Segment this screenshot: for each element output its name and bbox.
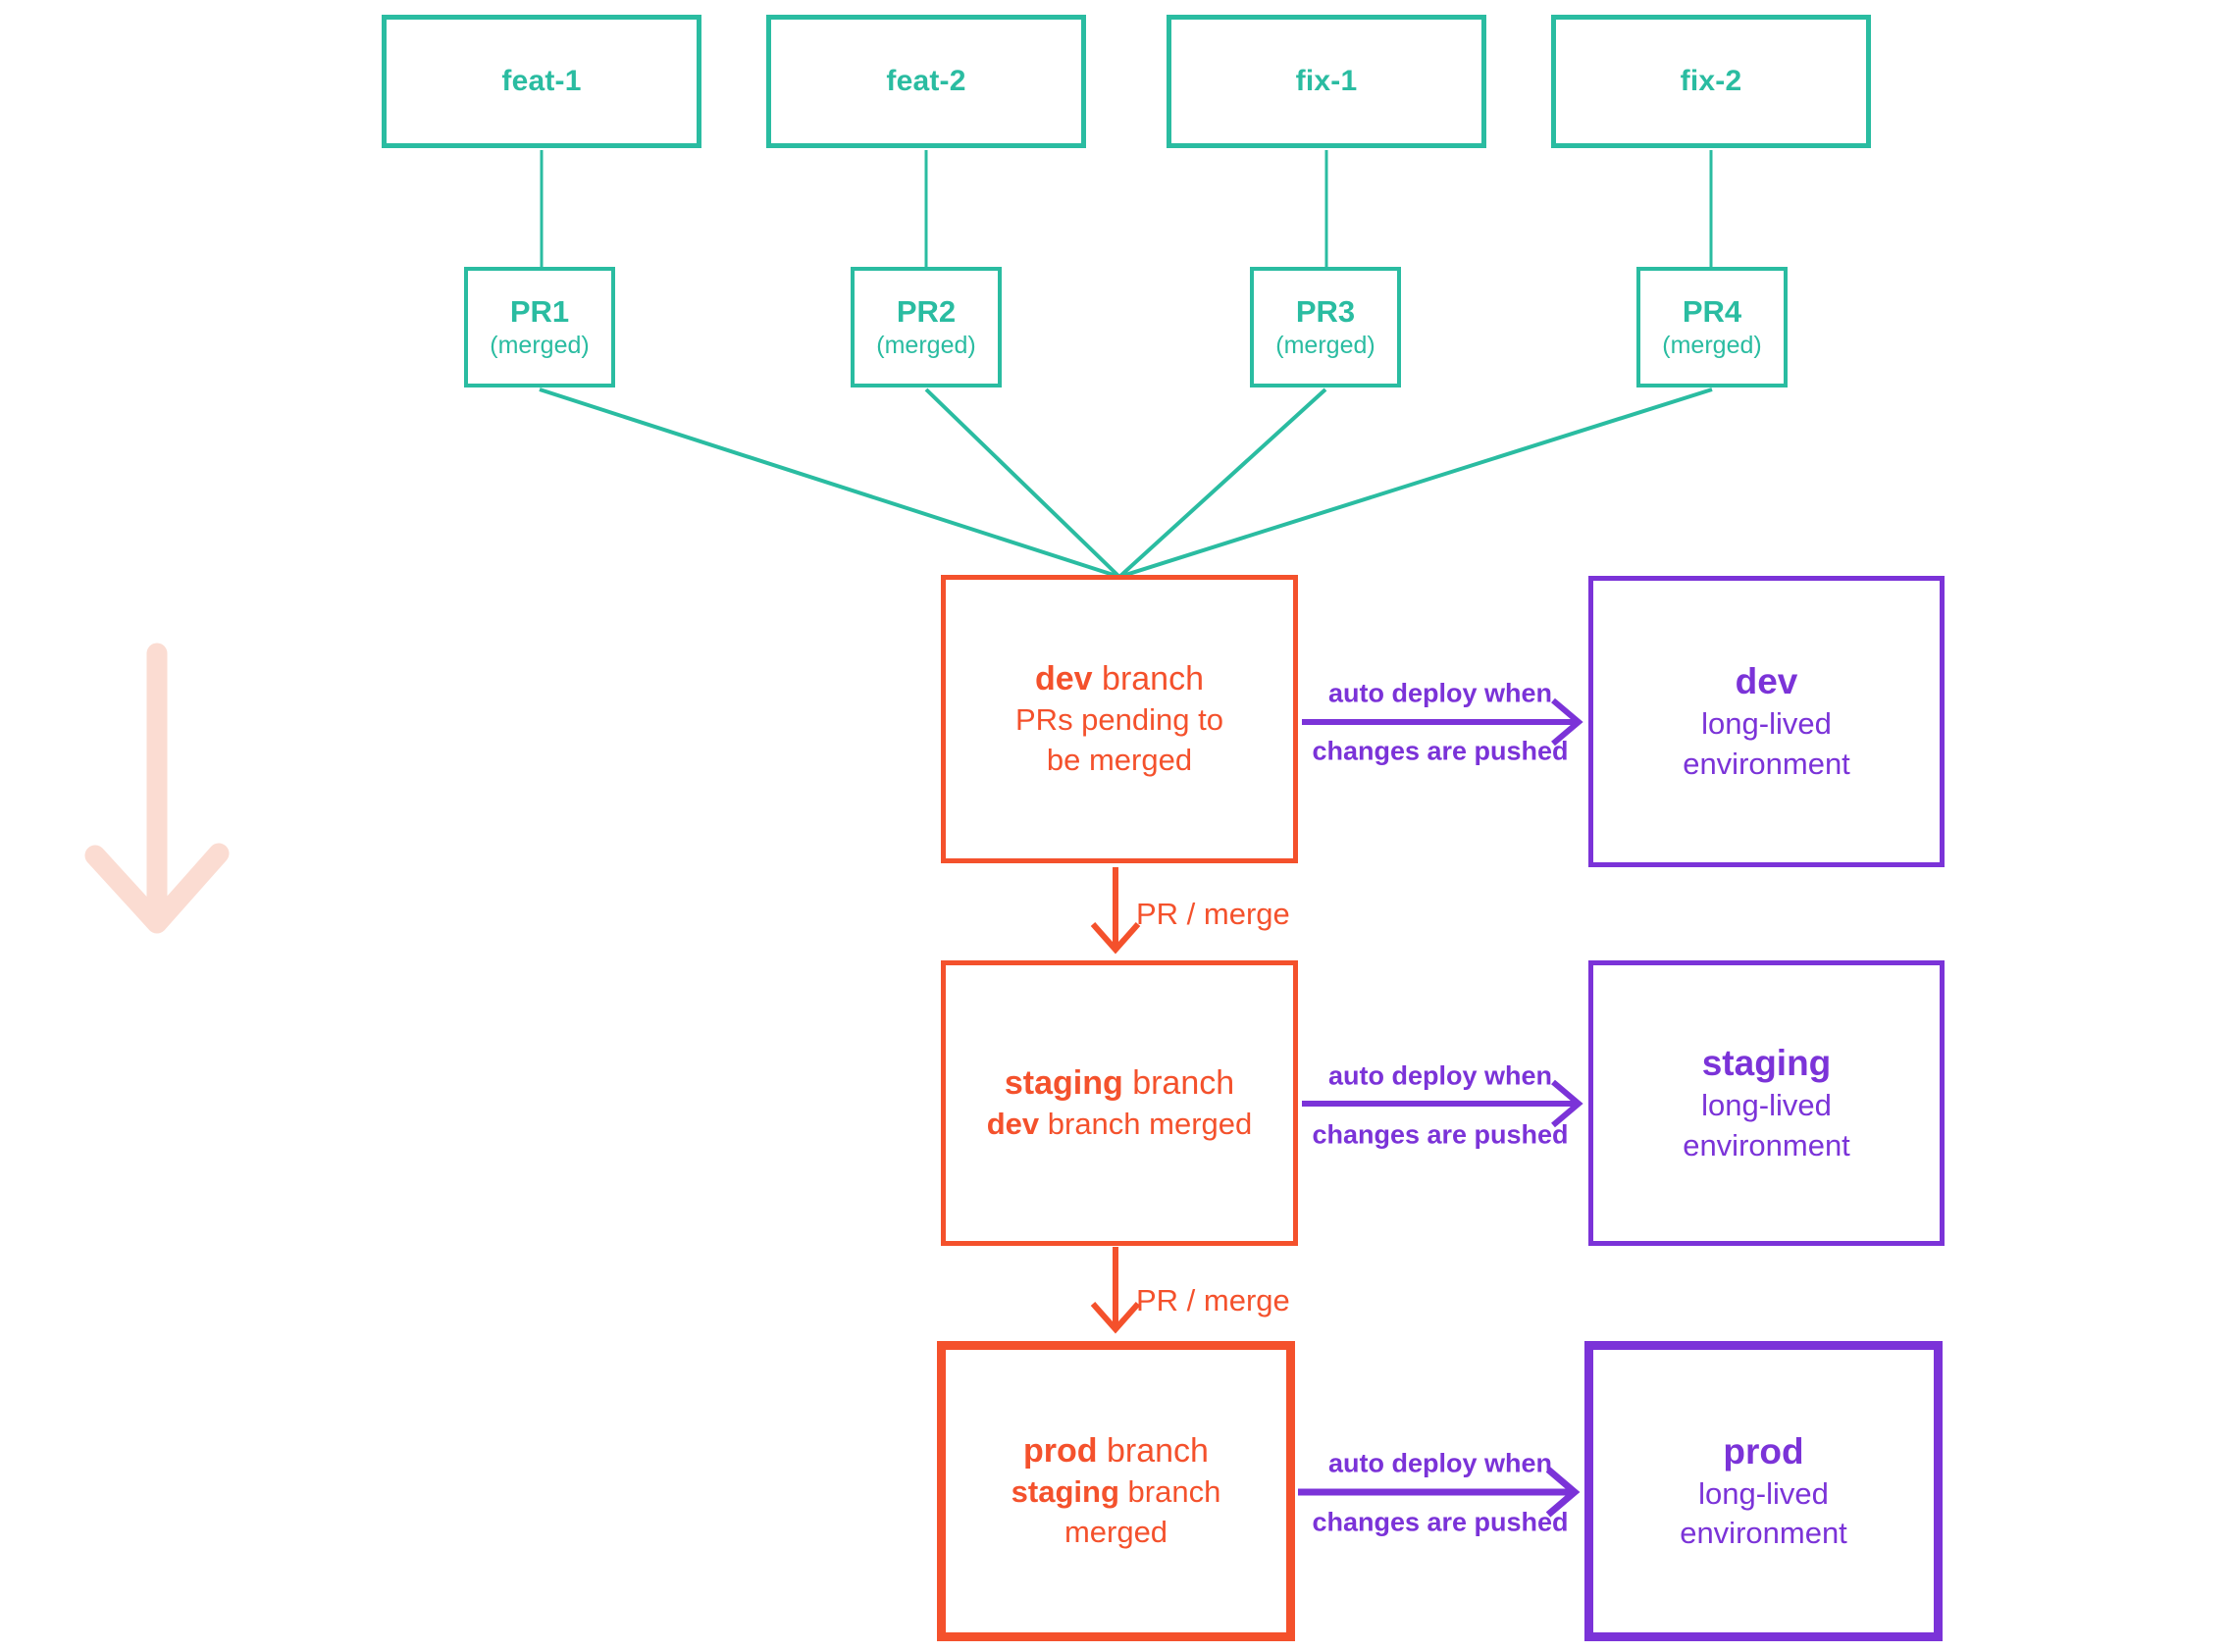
feature-branch-label: feat-2 — [886, 65, 966, 97]
merge-line-pr-2-to-dev-branch — [924, 387, 1121, 579]
branch-name: prod — [1023, 1432, 1098, 1470]
merge-label-staging-to-prod: PR / merge — [1136, 1283, 1290, 1317]
branch-description: PRs pending to be merged — [1015, 700, 1223, 781]
branch-name-suffix: branch — [1122, 1063, 1235, 1102]
feature-branch-label: fix-2 — [1680, 65, 1742, 97]
pr-label: PR2 — [896, 293, 957, 329]
branch-description-line: PRs pending to — [1015, 702, 1223, 738]
env-description: long-lived environment — [1683, 704, 1850, 784]
pr-box-pr-1: PR1 (merged) — [464, 267, 615, 387]
deploy-label-staging-line1: auto deploy when — [1327, 1060, 1553, 1091]
branch-box-prod: prod branch staging branch merged — [937, 1341, 1295, 1641]
branch-description-emphasis: staging — [1011, 1474, 1119, 1510]
branch-box-dev: dev branch PRs pending to be merged — [941, 575, 1298, 863]
arrowhead-staging-to-prod-icon — [1090, 1302, 1141, 1334]
merge-line-pr-1-to-dev-branch — [539, 387, 1120, 579]
env-description-line: long-lived — [1701, 1088, 1832, 1123]
branch-name: dev — [1035, 660, 1093, 697]
branch-box-staging: staging branch dev branch merged — [941, 960, 1298, 1246]
pr-status: (merged) — [490, 332, 590, 360]
env-description-line: environment — [1683, 746, 1850, 781]
feature-branch-box-fix-2: fix-2 — [1551, 15, 1871, 148]
feature-branch-label: fix-1 — [1295, 65, 1358, 97]
branch-description-line: be merged — [1046, 743, 1193, 778]
pr-label: PR4 — [1682, 293, 1742, 329]
merge-label-dev-to-staging: PR / merge — [1136, 897, 1290, 931]
branch-name-suffix: branch — [1097, 1432, 1209, 1470]
pr-label: PR1 — [509, 293, 570, 329]
arrowhead-dev-deploy-icon — [1551, 697, 1583, 747]
feature-branch-box-feat-2: feat-2 — [766, 15, 1086, 148]
branch-description-line: branch — [1118, 1474, 1221, 1510]
branch-description: staging branch merged — [1012, 1472, 1221, 1553]
env-name: dev — [1735, 661, 1798, 702]
branch-name: staging — [1004, 1063, 1123, 1102]
env-description-line: environment — [1680, 1516, 1847, 1551]
env-description-line: long-lived — [1701, 706, 1832, 742]
env-name: prod — [1723, 1430, 1804, 1471]
arrowhead-prod-deploy-icon — [1545, 1467, 1581, 1518]
env-description: long-lived environment — [1680, 1474, 1847, 1554]
flow-direction-down-arrow-icon — [84, 643, 230, 934]
deploy-label-prod-line1: auto deploy when — [1327, 1448, 1553, 1478]
pr-status: (merged) — [1275, 332, 1375, 360]
pr-status: (merged) — [876, 332, 976, 360]
merge-line-pr-4-to-dev-branch — [1118, 387, 1713, 579]
arrowhead-staging-deploy-icon — [1551, 1079, 1583, 1128]
pr-status: (merged) — [1662, 332, 1762, 360]
branch-description-line: branch merged — [1039, 1107, 1253, 1142]
branch-title: prod branch — [1023, 1429, 1209, 1472]
env-description-line: environment — [1683, 1127, 1850, 1162]
env-box-staging: staging long-lived environment — [1588, 960, 1945, 1246]
arrowhead-dev-to-staging-icon — [1090, 922, 1141, 955]
env-box-dev: dev long-lived environment — [1588, 576, 1945, 867]
pr-box-pr-3: PR3 (merged) — [1250, 267, 1401, 387]
pr-label: PR3 — [1295, 293, 1356, 329]
merge-line-pr-3-to-dev-branch — [1117, 387, 1327, 579]
deploy-label-staging-line2: changes are pushed — [1312, 1119, 1569, 1150]
feature-branch-box-fix-1: fix-1 — [1167, 15, 1486, 148]
deploy-label-dev-line2: changes are pushed — [1312, 736, 1569, 766]
branch-description-emphasis: dev — [986, 1107, 1040, 1142]
env-description: long-lived environment — [1683, 1086, 1850, 1165]
feature-branch-box-feat-1: feat-1 — [382, 15, 701, 148]
branch-title: dev branch — [1035, 657, 1204, 700]
branch-description: dev branch merged — [987, 1105, 1253, 1145]
deploy-label-prod-line2: changes are pushed — [1312, 1507, 1569, 1537]
pr-box-pr-2: PR2 (merged) — [851, 267, 1002, 387]
deploy-label-dev-line1: auto deploy when — [1327, 678, 1553, 708]
env-description-line: long-lived — [1698, 1475, 1829, 1511]
branch-title: staging branch — [1005, 1061, 1234, 1105]
branch-description-line: merged — [1064, 1515, 1168, 1550]
branch-name-suffix: branch — [1092, 660, 1204, 697]
env-box-prod: prod long-lived environment — [1584, 1341, 1943, 1641]
feature-branch-label: feat-1 — [501, 65, 582, 97]
pr-box-pr-4: PR4 (merged) — [1636, 267, 1788, 387]
env-name: staging — [1701, 1043, 1832, 1084]
